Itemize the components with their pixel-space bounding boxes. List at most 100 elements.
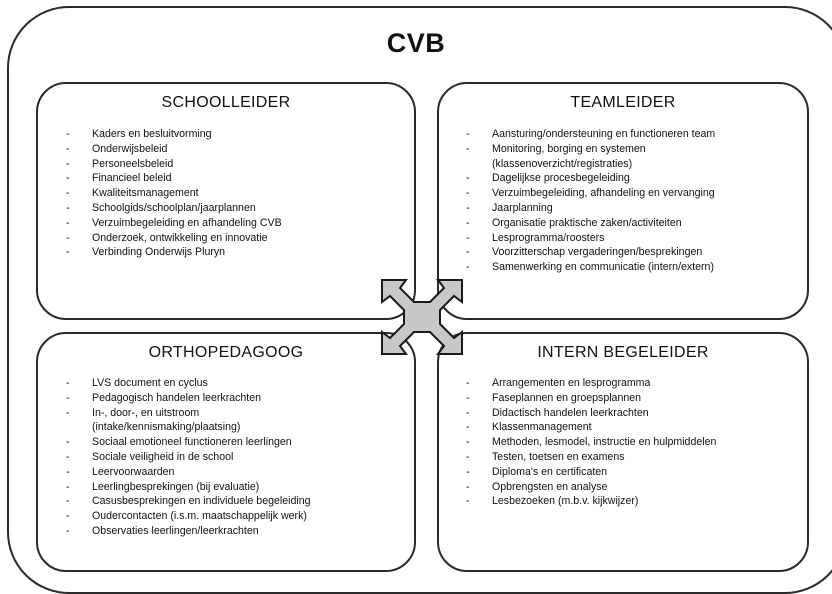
list-item-text: Leervoorwaarden	[92, 465, 175, 478]
list-item: - Lesbezoeken (m.b.v. kijkwijzer)	[466, 494, 716, 509]
list-item-text: In-, door-, en uitstroom	[92, 406, 200, 419]
list-item-text: Faseplannen en groepsplannen	[492, 391, 642, 404]
bullet-dash: -	[66, 510, 70, 523]
bullet-dash: -	[466, 480, 470, 493]
list-item-text: Dagelijkse procesbegeleiding	[492, 172, 630, 185]
list-item-text: Didactisch handelen leerkrachten	[492, 406, 649, 419]
box-title-intern-begeleider: INTERN BEGELEIDER	[537, 344, 709, 361]
list-item: - Methoden, lesmodel, instructie en hulpm…	[466, 435, 716, 450]
list-item-text: Observaties leerlingen/leerkrachten	[92, 524, 259, 537]
bullet-dash: -	[466, 391, 470, 404]
bullet-dash: -	[466, 128, 470, 140]
list-item: - Onderwijsbeleid	[66, 142, 282, 157]
bullet-dash: -	[466, 450, 470, 463]
list-item: -Schoolgids/schoolplan/jaarplannen	[66, 201, 282, 216]
list-orthopedagoog: -LVS document en cyclus-Pedagogisch hand…	[66, 376, 311, 539]
list-item-text: Kwaliteitsmanagement	[92, 187, 199, 200]
bullet-dash: -	[466, 465, 470, 478]
list-item-text: Diploma's en certificaten	[492, 465, 608, 478]
list-item: - Aansturing/ondersteuning en functionere…	[466, 127, 715, 142]
box-schoolleider: SCHOOLLEIDER - Kaders en besluitvorming - O…	[36, 82, 416, 320]
bullet-dash: -	[66, 157, 70, 170]
list-item-text: (intake/kennismaking/plaatsing)	[92, 421, 241, 434]
list-item: -Financieel beleid	[66, 171, 282, 186]
list-item-text: Onderzoek, ontwikkeling en innovatie	[92, 231, 268, 244]
list-item-text: Pedagogisch handelen leerkrachten	[92, 391, 262, 404]
bullet-dash: -	[466, 495, 470, 508]
bullet-dash: -	[66, 187, 70, 200]
list-item: -Lesprogramma/roosters	[466, 231, 715, 246]
list-item-text: Klassenmanagement	[492, 421, 592, 434]
list-item: - Dagelijkse procesbegeleiding	[466, 171, 715, 186]
box-title-schoolleider: SCHOOLLEIDER	[161, 94, 291, 111]
bullet-dash: -	[66, 450, 70, 463]
list-item: -LVS document en cyclus	[66, 376, 311, 391]
list-item-text: Kaders en besluitvorming	[92, 128, 212, 140]
list-item: - Faseplannen en groepsplannen	[466, 391, 716, 406]
list-schoolleider: - Kaders en besluitvorming - Onderwijsbelei…	[66, 127, 282, 260]
list-item-text: Personeelsbeleid	[92, 157, 174, 170]
bullet-dash: -	[466, 216, 470, 229]
bullet-dash: -	[66, 436, 70, 449]
list-item: (klassenoverzicht/registraties)	[466, 157, 715, 172]
bullet-dash: -	[66, 216, 70, 229]
bullet-dash: -	[466, 436, 470, 449]
list-item: -Arrangementen en lesprogramma	[466, 376, 716, 391]
list-item: - Organisatie praktische zaken/activiteit…	[466, 216, 715, 231]
list-item-text: Monitoring, borging en systemen	[492, 142, 646, 155]
list-item-text: Testen, toetsen en examens	[492, 450, 625, 463]
box-orthopedagoog: ORTHOPEDAGOOG -LVS document en cyclus-Pe…	[36, 332, 416, 572]
list-item: - Personeelsbeleid	[66, 157, 282, 172]
list-item: - Pedagogisch handelen leerkrachten	[66, 391, 311, 406]
list-item: -Monitoring, borging en systemen	[466, 142, 715, 157]
page-title: CVB	[386, 28, 446, 58]
bullet-dash: -	[466, 377, 470, 389]
list-item: -In-, door-, en uitstroom	[66, 406, 311, 421]
bullet-dash: -	[66, 231, 70, 244]
list-item-text: Methoden, lesmodel, instructie en hulpmi…	[492, 436, 717, 449]
list-item-text: Samenwerking en communicatie (intern/ext…	[492, 261, 714, 274]
bullet-dash: -	[466, 231, 470, 244]
bullet-dash: -	[466, 187, 470, 200]
bullet-dash: -	[66, 128, 70, 140]
box-title-teamleider: TEAMLEIDER	[570, 94, 676, 111]
bullet-dash: -	[66, 524, 70, 537]
list-item: -Sociaal emotioneel functioneren leerlin…	[66, 435, 311, 450]
list-item-text: LVS document en cyclus	[92, 377, 208, 389]
list-item: - Kwaliteitsmanagement	[66, 186, 282, 201]
list-item: - Opbrengsten en analyse	[466, 480, 716, 495]
list-item: -Samenwerking en communicatie (intern/ex…	[466, 260, 715, 275]
box-intern-begeleider: INTERN BEGELEIDER -Arrangementen en lesp…	[437, 332, 809, 572]
list-item-text: Jaarplanning	[492, 201, 553, 214]
list-item: - Testen, toetsen en examens	[466, 450, 716, 465]
bullet-dash: -	[66, 465, 70, 478]
bullet-dash: -	[466, 172, 470, 185]
list-item: -Oudercontacten (i.s.m. maatschappelijk …	[66, 509, 311, 524]
bullet-dash: -	[66, 142, 70, 155]
list-item: -Voorzitterschap vergaderingen/besprekin…	[466, 245, 715, 260]
list-item: - Diploma's en certificaten	[466, 465, 716, 480]
list-item-text: Lesbezoeken (m.b.v. kijkwijzer)	[492, 495, 639, 508]
list-item: - Onderzoek, ontwikkeling en innovatie	[66, 231, 282, 246]
list-item: - Verzuimbegeleiding, afhandeling en verv…	[466, 186, 715, 201]
list-item-text: (klassenoverzicht/registraties)	[492, 157, 633, 170]
list-item: -Didactisch handelen leerkrachten	[466, 406, 716, 421]
list-item: -Leerlingbesprekingen (bij evaluatie)	[66, 480, 311, 495]
list-item-text: Verzuimbegeleiding en afhandeling CVB	[92, 216, 282, 229]
bullet-dash: -	[66, 391, 70, 404]
four-way-arrow-shape	[381, 279, 463, 355]
list-item-text: Aansturing/ondersteuning en functioneren…	[492, 128, 716, 140]
bullet-dash: -	[466, 201, 470, 214]
list-item-text: Casusbesprekingen en individuele begelei…	[92, 495, 311, 508]
list-item: - Jaarplanning	[466, 201, 715, 216]
list-item: (intake/kennismaking/plaatsing)	[66, 420, 311, 435]
list-item-text: Opbrengsten en analyse	[492, 480, 608, 493]
list-item-text: Financieel beleid	[92, 172, 172, 185]
list-item: - Verzuimbegeleiding en afhandeling CVB	[66, 216, 282, 231]
bullet-dash: -	[66, 246, 70, 259]
list-item-text: Organisatie praktische zaken/activiteite…	[492, 216, 682, 229]
bullet-dash: -	[66, 495, 70, 508]
list-item-text: Verzuimbegeleiding, afhandeling en verva…	[492, 187, 715, 200]
list-item-text: Onderwijsbeleid	[92, 142, 168, 155]
bullet-dash: -	[466, 246, 470, 259]
